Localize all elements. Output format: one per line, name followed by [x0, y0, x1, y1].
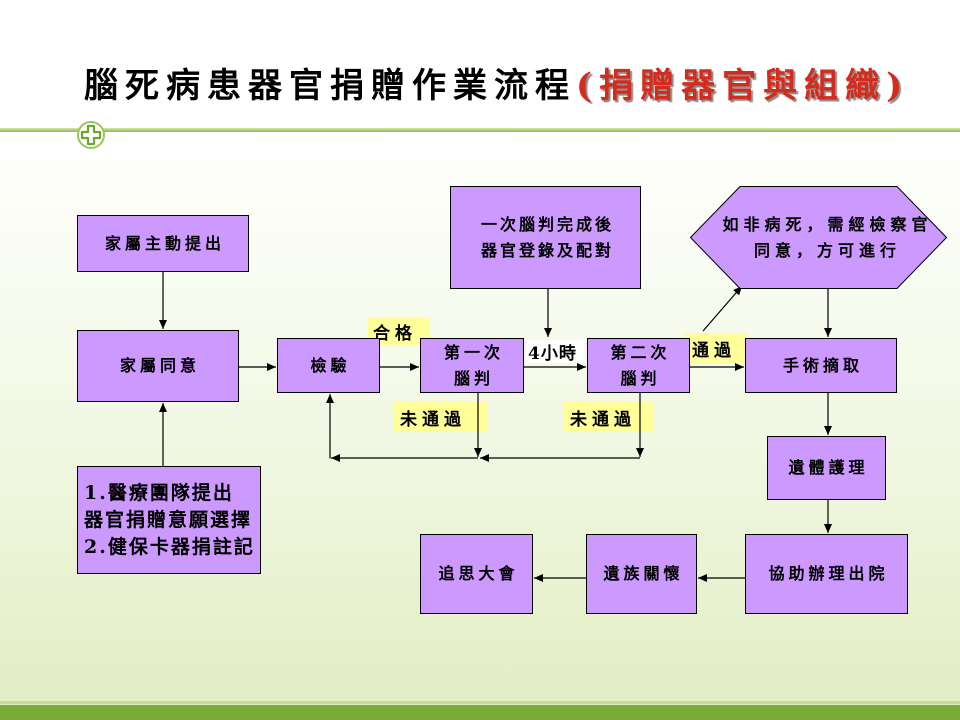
arrow-second-to-prosecutor	[702, 285, 743, 332]
node-text: 追思大會	[438, 564, 519, 583]
header-rule	[0, 128, 960, 132]
node-memorial-service: 追思大會	[420, 534, 533, 614]
node-text: 檢驗	[310, 355, 351, 375]
node-text-line: 一次腦判完成後	[480, 214, 614, 234]
node-text-line: 腦判	[620, 368, 661, 388]
footer-rule	[0, 701, 960, 704]
node-text-line: 第二次	[610, 342, 671, 362]
edge-label-second-failed: 未通過	[563, 402, 654, 432]
node-text-line: 如非病死，需經檢察官	[722, 214, 933, 234]
node-body-care: 遺體護理	[767, 436, 886, 500]
footer-bar	[0, 705, 960, 720]
node-examination: 檢驗	[277, 338, 380, 393]
node-organ-procurement: 手術摘取	[745, 338, 897, 393]
hexagon-text: 如非病死，需經檢察官 同意，方可進行	[690, 186, 947, 289]
node-family-consent: 家屬同意	[77, 330, 239, 402]
node-text-line: 器官登錄及配對	[480, 240, 614, 260]
node-medical-team: 1.醫療團隊提出 器官捐贈意願選擇 2.健保卡器捐註記	[77, 466, 261, 574]
node-text: 遺體護理	[788, 458, 869, 477]
node-prosecutor-consent: 如非病死，需經檢察官 同意，方可進行	[690, 186, 947, 289]
page-title: 腦死病患器官捐贈作業流程(捐贈器官與組織)	[84, 64, 909, 108]
node-text-line: 第一次	[443, 342, 504, 362]
node-text: 協助辦理出院	[768, 564, 889, 583]
node-family-initiative: 家屬主動提出	[77, 215, 249, 272]
node-text: 家屬同意	[119, 356, 200, 375]
node-discharge-assistance: 協助辦理出院	[745, 534, 908, 614]
edge-label-first-failed: 未通過	[393, 402, 488, 432]
edge-label-interval: 4小時	[527, 340, 584, 364]
node-text: 手術摘取	[782, 355, 863, 375]
title-main: 腦死病患器官捐贈作業流程	[84, 66, 576, 106]
node-text: 遺族關懷	[603, 564, 684, 583]
node-text-line: 1.醫療團隊提出	[84, 481, 234, 504]
node-organ-registration: 一次腦判完成後 器官登錄及配對	[450, 186, 641, 289]
green-cross-icon	[76, 120, 106, 150]
node-text-line: 器官捐贈意願選擇	[84, 508, 253, 531]
node-family-care: 遺族關懷	[586, 534, 697, 614]
title-highlight: (捐贈器官與組織)	[576, 66, 910, 106]
node-second-brain-death: 第二次 腦判	[587, 338, 690, 393]
edge-label-passed: 通過	[685, 333, 747, 363]
node-text-line: 2.健保卡器捐註記	[84, 535, 255, 558]
node-text: 家屬主動提出	[104, 233, 225, 253]
node-text-line: 同意，方可進行	[753, 240, 901, 260]
node-text-line: 腦判	[453, 368, 494, 388]
node-first-brain-death: 第一次 腦判	[420, 338, 524, 393]
